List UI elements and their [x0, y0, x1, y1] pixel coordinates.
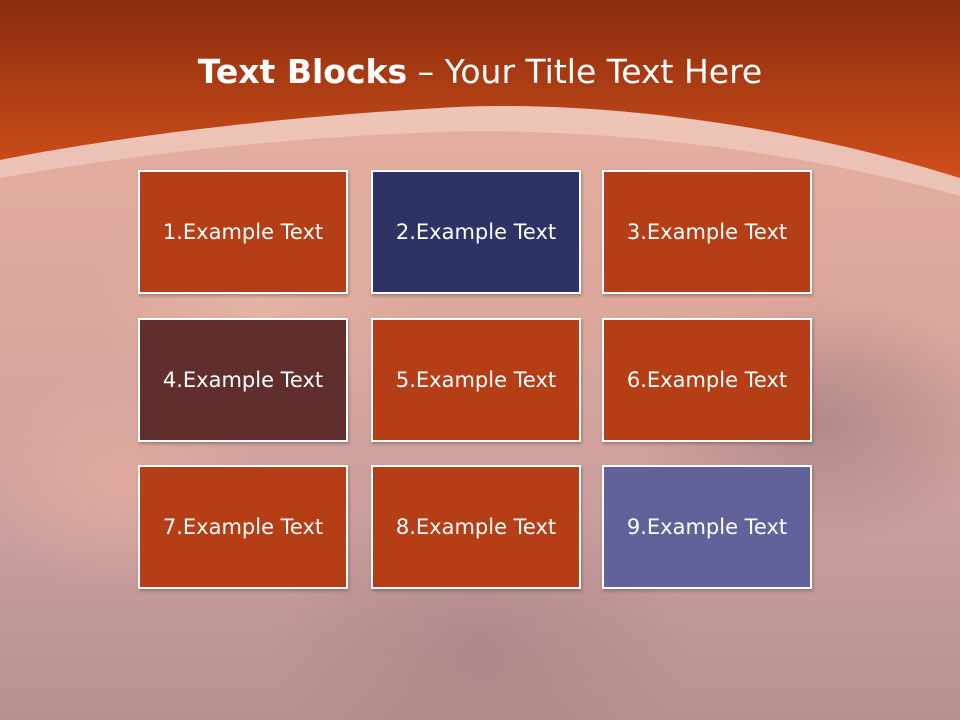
text-block-7[interactable]: 7.Example Text — [138, 465, 348, 589]
text-block-6[interactable]: 6.Example Text — [602, 318, 812, 442]
header-banner — [0, 0, 960, 196]
title-bold: Text Blocks — [197, 52, 408, 91]
page-title: Text Blocks – Your Title Text Here — [0, 52, 960, 91]
text-block-label: 4.Example Text — [162, 368, 324, 392]
text-block-label: 8.Example Text — [395, 515, 557, 539]
text-block-label: 9.Example Text — [626, 515, 788, 539]
text-block-2[interactable]: 2.Example Text — [371, 170, 581, 294]
text-block-label: 5.Example Text — [395, 368, 557, 392]
text-block-9[interactable]: 9.Example Text — [602, 465, 812, 589]
text-block-label: 7.Example Text — [162, 515, 324, 539]
text-block-8[interactable]: 8.Example Text — [371, 465, 581, 589]
text-block-5[interactable]: 5.Example Text — [371, 318, 581, 442]
text-block-label: 6.Example Text — [626, 368, 788, 392]
text-block-grid: 1.Example Text 2.Example Text 3.Example … — [138, 170, 816, 594]
text-block-3[interactable]: 3.Example Text — [602, 170, 812, 294]
text-block-1[interactable]: 1.Example Text — [138, 170, 348, 294]
text-block-label: 1.Example Text — [162, 220, 324, 244]
text-block-label: 2.Example Text — [395, 220, 557, 244]
text-block-4[interactable]: 4.Example Text — [138, 318, 348, 442]
text-block-label: 3.Example Text — [626, 220, 788, 244]
title-rest: – Your Title Text Here — [407, 52, 763, 91]
